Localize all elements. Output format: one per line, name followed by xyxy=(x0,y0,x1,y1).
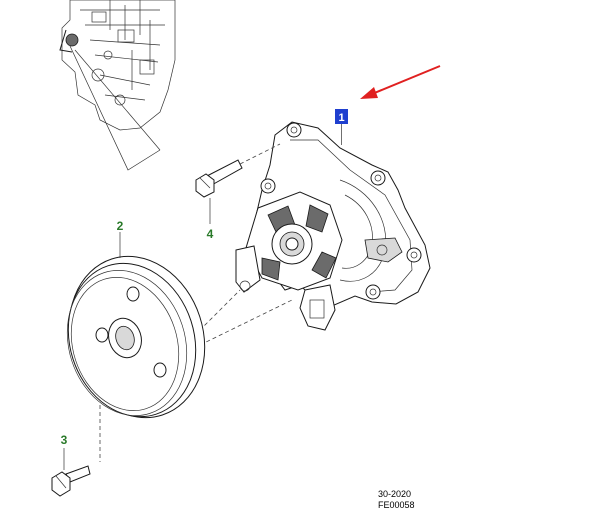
figure-code: FE00058 xyxy=(378,500,415,510)
pulley-bolt[interactable] xyxy=(51,405,101,497)
assembly-line-pulley-hub xyxy=(199,299,293,346)
selected-part-arrow xyxy=(360,65,441,99)
callout-4-label: 4 xyxy=(207,227,214,241)
callout-1[interactable]: 1 xyxy=(335,109,348,145)
pump-drive-hub xyxy=(235,191,343,293)
pulley[interactable] xyxy=(49,232,225,435)
callout-2-label: 2 xyxy=(117,219,124,233)
callout-3-label: 3 xyxy=(61,433,68,447)
callout-4[interactable]: 4 xyxy=(207,227,214,241)
callout-2[interactable]: 2 xyxy=(117,219,124,233)
pump-bolt[interactable] xyxy=(195,143,281,224)
section-code: 30-2020 xyxy=(378,489,411,499)
callout-1-label: 1 xyxy=(338,112,344,124)
engine-locator-view xyxy=(59,0,176,171)
callout-3[interactable]: 3 xyxy=(61,433,68,447)
